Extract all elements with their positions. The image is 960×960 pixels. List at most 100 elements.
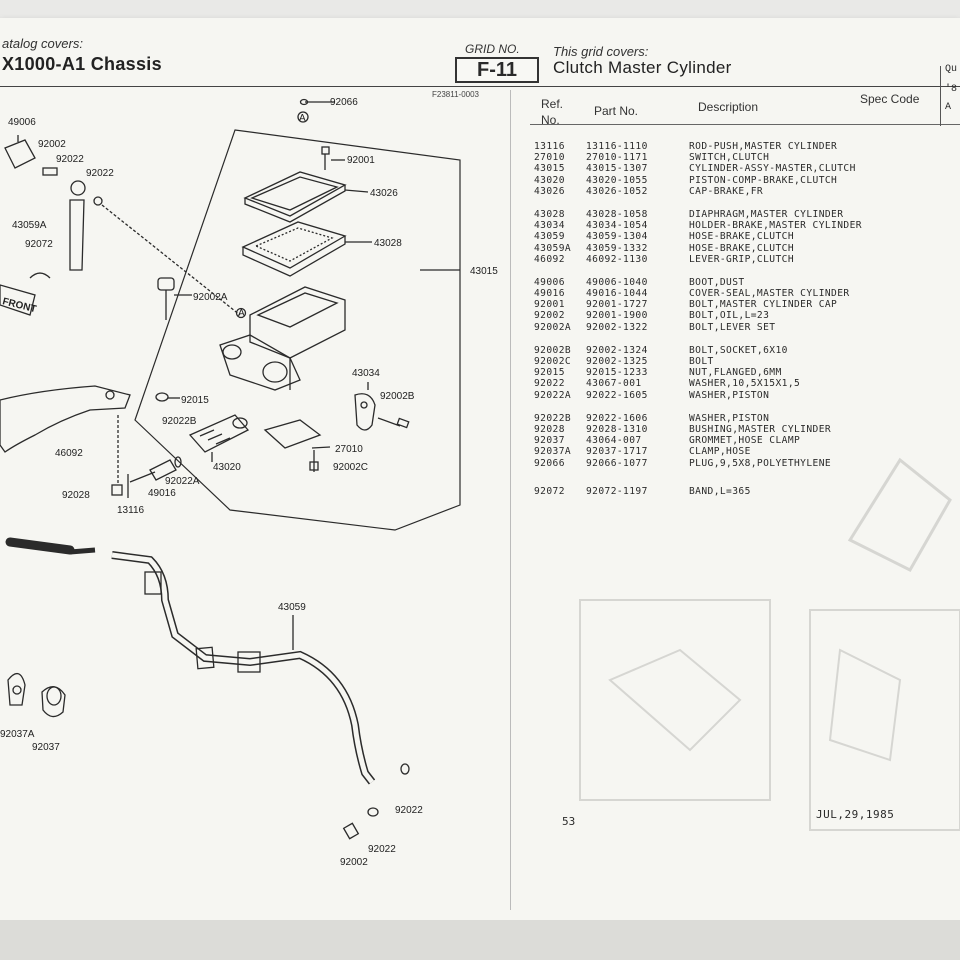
part-number-cell: 27010-1171	[586, 152, 648, 164]
lever-bolt-92002a-part	[157, 277, 192, 320]
part-number-cell: 92002-1322	[586, 321, 648, 333]
group-spacer	[534, 401, 934, 413]
label-92022-bot: 92022	[395, 805, 423, 816]
holder-43034-part	[354, 382, 410, 431]
column-divider	[510, 90, 511, 910]
leader-hose-top	[101, 204, 241, 316]
part-description-cell: CLAMP,HOSE	[689, 446, 751, 458]
part-ref-cell: 92037	[534, 435, 565, 447]
part-description-cell: LEVER-GRIP,CLUTCH	[689, 253, 794, 265]
part-ref-cell: 92002C	[534, 356, 572, 367]
catalog-covers-label: atalog covers:	[2, 36, 83, 51]
piston-43020-part	[188, 414, 250, 462]
group-spacer	[534, 197, 934, 209]
drawing-code: F23811-0003	[432, 90, 479, 99]
part-description-cell: ROD-PUSH,MASTER CYLINDER	[689, 141, 838, 152]
col-desc-header: Description	[698, 100, 759, 114]
front-arrow	[0, 284, 36, 316]
part-ref-cell: 43015	[534, 163, 565, 175]
bleed-through-drawing	[579, 599, 960, 831]
marker-a-body: A	[238, 308, 245, 319]
label-13116: 13116	[117, 505, 145, 516]
col-spec-header: Spec Code	[860, 92, 920, 106]
group-spacer	[534, 469, 934, 486]
label-92015: 92015	[181, 395, 209, 406]
clamp-92037a-part	[7, 673, 26, 706]
part-ref-cell: 43020	[534, 174, 565, 186]
table-surface	[0, 920, 960, 960]
label-92022-top2: 92022	[86, 168, 114, 179]
part-description-cell: WASHER,10,5X15X1,5	[689, 378, 801, 390]
exploded-diagram: 92066 A 92001 43026 43028 43015 A	[0, 97, 498, 868]
part-description-cell: BAND,L=365	[689, 485, 751, 497]
clutch-hose-43059-part	[5, 537, 376, 785]
part-number-cell: 92072-1197	[586, 485, 648, 497]
label-46092: 46092	[55, 448, 83, 459]
screw-92001-part	[321, 146, 345, 170]
label-92022a: 92022A	[165, 476, 200, 487]
part-ref-cell: 43059A	[534, 242, 572, 254]
part-ref-cell: 92002B	[534, 344, 572, 356]
label-92028: 92028	[62, 490, 90, 501]
part-number-cell: 43028-1058	[586, 208, 648, 220]
part-description-cell: CYLINDER-ASSY-MASTER,CLUTCH	[689, 163, 856, 175]
washer-92022-bot-part	[400, 763, 410, 775]
part-description-cell: BOOT,DUST	[689, 276, 745, 288]
assembly-outline	[134, 129, 461, 531]
boot-49006-part	[4, 135, 36, 169]
col-part-header: Part No.	[594, 104, 639, 118]
clutch-lever-46092-part	[0, 385, 131, 453]
label-92002-top: 92002	[38, 139, 66, 150]
label-92022-bot2: 92022	[368, 844, 396, 855]
part-description-cell: HOSE-BRAKE,CLUTCH	[689, 231, 794, 243]
label-43028: 43028	[374, 238, 402, 249]
part-description-cell: DIAPHRAGM,MASTER CYLINDER	[689, 208, 844, 220]
part-ref-cell: 92022	[534, 378, 565, 390]
quantity-header: Qu	[945, 64, 958, 75]
part-description-cell: CAP-BRAKE,FR	[689, 185, 764, 197]
part-number-cell: 92028-1310	[586, 423, 648, 435]
column-header-rule	[530, 124, 960, 125]
col-no-header: No.	[541, 113, 560, 127]
master-cylinder-body	[219, 286, 346, 391]
part-description-cell: SWITCH,CLUTCH	[689, 152, 770, 164]
label-43020: 43020	[213, 462, 241, 473]
diaphragm-43028-part	[241, 221, 372, 277]
label-92002b-right: 92002B	[380, 391, 415, 402]
quantity-year: '8	[945, 84, 958, 95]
label-92002c: 92002C	[333, 462, 368, 473]
label-43034: 43034	[352, 368, 380, 379]
grid-no-value: F-11	[476, 58, 518, 81]
part-ref-cell: 92015	[534, 367, 565, 379]
group-spacer	[534, 333, 934, 345]
part-ref-cell: 49006	[534, 276, 565, 288]
part-number-cell: 43064-007	[586, 435, 642, 447]
part-ref-cell: 92022B	[534, 412, 572, 424]
part-ref-cell: 92022A	[534, 389, 572, 401]
part-number-cell: 43059-1304	[586, 231, 648, 243]
part-description-cell: BUSHING,MASTER CYLINDER	[689, 423, 832, 435]
grid-covers-label: This grid covers:	[553, 44, 649, 59]
part-number-cell: 43034-1054	[586, 220, 648, 232]
part-description-cell: HOLDER-BRAKE,MASTER CYLINDER	[689, 220, 862, 232]
part-number-cell: 43067-001	[586, 378, 642, 390]
bolt-92002-top-part	[42, 167, 58, 176]
part-ref-cell: 92002A	[534, 321, 572, 333]
header-rule	[0, 86, 960, 87]
part-row: 43015 43015-1307 CYLINDER-ASSY-MASTER,CLUT…	[534, 163, 934, 174]
part-description-cell: BOLT,SOCKET,6X10	[689, 344, 788, 356]
part-number-cell: 43015-1307	[586, 163, 648, 175]
